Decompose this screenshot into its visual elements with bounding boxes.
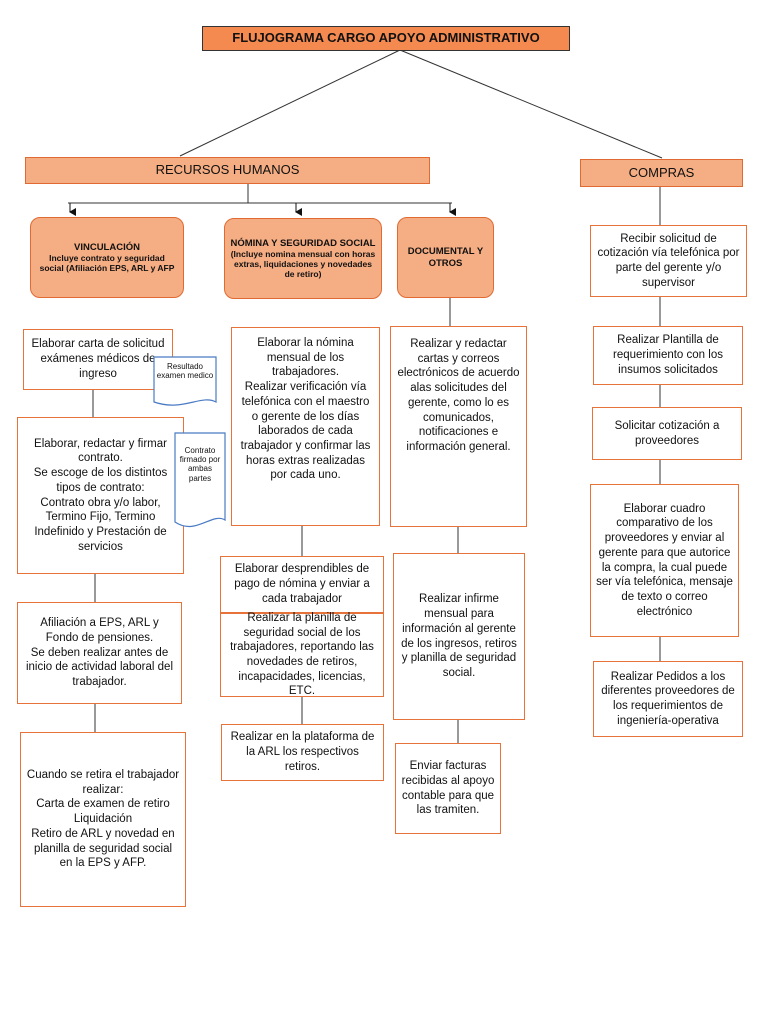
- section-documental: DOCUMENTAL Y OTROS: [397, 217, 494, 298]
- vinculacion-step-4: Cuando se retira el trabajador realizar:…: [20, 732, 186, 907]
- dept-compras: COMPRAS: [580, 159, 743, 187]
- documental-step-1: Realizar y redactar cartas y correos ele…: [390, 326, 527, 527]
- document-resultado-examen-label: Resultado examen medico: [156, 362, 214, 381]
- nomina-step-4: Realizar en la plataforma de la ARL los …: [221, 724, 384, 781]
- document-contrato-firmado: Contrato firmado por ambas partes: [174, 432, 226, 532]
- compras-step-5: Realizar Pedidos a los diferentes provee…: [593, 661, 743, 737]
- vinculacion-step-2: Elaborar, redactar y firmar contrato. Se…: [17, 417, 184, 574]
- section-nomina-title: NÓMINA Y SEGURIDAD SOCIAL: [230, 237, 376, 249]
- section-vinculacion-title: VINCULACIÓN: [74, 241, 140, 253]
- vinculacion-step-1: Elaborar carta de solicitud exámenes méd…: [23, 329, 173, 390]
- dept-recursos-humanos: RECURSOS HUMANOS: [25, 157, 430, 184]
- documental-step-3: Enviar facturas recibidas al apoyo conta…: [395, 743, 501, 834]
- nomina-step-2: Elaborar desprendibles de pago de nómina…: [220, 556, 384, 613]
- nomina-step-1: Elaborar la nómina mensual de los trabaj…: [231, 327, 380, 526]
- compras-step-1: Recibir solicitud de cotización vía tele…: [590, 225, 747, 297]
- section-nomina: NÓMINA Y SEGURIDAD SOCIAL (Incluye nomin…: [224, 218, 382, 299]
- section-documental-title: DOCUMENTAL Y OTROS: [407, 246, 484, 269]
- title-to-rrhh-line: [179, 49, 401, 157]
- section-nomina-detail: (Incluye nomina mensual con horas extras…: [230, 248, 376, 280]
- compras-step-4: Elaborar cuadro comparativo de los prove…: [590, 484, 739, 637]
- section-vinculacion-detail: Incluye contrato y seguridad social (Afi…: [39, 253, 175, 274]
- nomina-step-3: Realizar la planilla de seguridad social…: [220, 612, 384, 697]
- title-to-compras-line: [399, 49, 663, 159]
- document-resultado-examen: Resultado examen medico: [153, 356, 217, 410]
- compras-step-3: Solicitar cotización a proveedores: [592, 407, 742, 460]
- section-vinculacion: VINCULACIÓN Incluye contrato y seguridad…: [30, 217, 184, 298]
- compras-step-2: Realizar Plantilla de requerimiento con …: [593, 326, 743, 385]
- document-contrato-firmado-label: Contrato firmado por ambas partes: [179, 446, 221, 483]
- documental-step-2: Realizar infirme mensual para informació…: [393, 553, 525, 720]
- vinculacion-step-3: Afiliación a EPS, ARL y Fondo de pension…: [17, 602, 182, 704]
- page-title: FLUJOGRAMA CARGO APOYO ADMINISTRATIVO: [202, 26, 570, 51]
